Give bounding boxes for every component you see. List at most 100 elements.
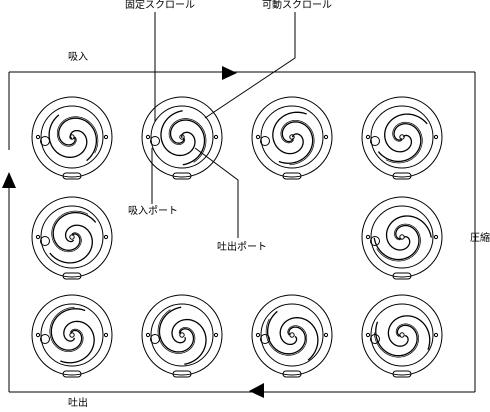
scroll-unit-10	[31, 196, 113, 280]
orbiting-scroll-label: 可動スクロール	[262, 0, 332, 11]
suction-port	[150, 136, 160, 146]
orbiting-scroll-leader	[204, 12, 296, 119]
fixed-scroll-wrap	[169, 119, 206, 166]
orbiting-scroll-wrap	[279, 317, 319, 361]
scroll-unit-4	[361, 96, 443, 180]
scroll-unit-7	[251, 294, 333, 378]
fixed-scroll-wrap-inner	[49, 306, 84, 352]
suction-port	[260, 136, 270, 146]
scroll-unit-5	[361, 196, 443, 280]
discharge-port-leader	[194, 147, 239, 238]
compression-label: 圧縮	[470, 233, 490, 244]
bolt-hole	[365, 332, 371, 338]
fixed-scroll-wrap	[158, 306, 195, 353]
mount-tab	[62, 370, 82, 378]
bolt-hole	[255, 134, 261, 140]
fixed-scroll-wrap	[50, 308, 86, 351]
housing-inner-ring	[370, 105, 434, 169]
scroll-unit-3	[251, 96, 333, 180]
fixed-scroll-wrap-inner	[157, 309, 196, 354]
bolt-hole	[433, 234, 439, 240]
flow-arrow-right	[222, 66, 237, 80]
suction-port	[370, 236, 380, 246]
fixed-scroll-wrap	[377, 123, 422, 163]
fixed-scroll-wrap	[58, 117, 98, 162]
suction-port	[370, 136, 380, 146]
bolt-hole	[255, 332, 261, 338]
discharge-label: 吐出	[68, 398, 88, 409]
fixed-scroll-wrap-inner	[373, 323, 419, 358]
housing-outer-ring	[31, 196, 113, 278]
housing-outer-ring	[251, 96, 333, 178]
suction-port	[40, 136, 50, 146]
orbiting-scroll-wrap	[384, 113, 428, 153]
suction-port	[40, 334, 50, 344]
orbiting-scroll-wrap	[387, 315, 431, 350]
mount-tab	[392, 172, 412, 180]
bolt-hole	[323, 332, 329, 338]
housing-inner-ring	[260, 105, 324, 169]
housing-outer-ring	[361, 196, 443, 278]
bolt-hole	[433, 134, 439, 140]
fixed-scroll-wrap	[266, 310, 306, 355]
scroll-unit-1	[31, 96, 113, 180]
bolt-hole	[213, 134, 219, 140]
fixed-scroll-wrap-inner	[265, 318, 308, 356]
mount-tab	[282, 172, 302, 180]
discharge-port-label: 吐出ポート	[217, 242, 267, 253]
fixed-scroll-wrap	[52, 211, 97, 251]
fixed-scroll-wrap	[278, 121, 314, 164]
fixed-scroll-wrap-inner	[280, 120, 315, 166]
mount-tab	[62, 172, 82, 180]
fixed-scroll-wrap-inner	[56, 116, 99, 154]
housing-inner-ring	[370, 303, 434, 367]
discharge-port	[399, 134, 405, 140]
bolt-hole	[213, 332, 219, 338]
orbiting-scroll-wrap	[272, 111, 307, 155]
fixed-scroll-wrap	[375, 321, 418, 357]
discharge-port	[69, 234, 75, 240]
scroll-unit-6	[361, 294, 443, 378]
housing-inner-ring	[150, 105, 214, 169]
flow-arrow-left	[249, 383, 264, 398]
scroll-unit-8	[141, 294, 223, 378]
housing-outer-ring	[141, 294, 223, 376]
mount-tab	[172, 370, 192, 378]
housing-outer-ring	[31, 96, 113, 178]
housing-inner-ring	[40, 303, 104, 367]
suction-port	[370, 334, 380, 344]
fixed-scroll-wrap-inner	[168, 118, 207, 163]
housing-outer-ring	[141, 96, 223, 178]
bolt-hole	[35, 332, 41, 338]
bolt-hole	[323, 134, 329, 140]
bolt-hole	[433, 332, 439, 338]
discharge-port	[289, 134, 295, 140]
mount-tab	[62, 272, 82, 280]
scroll-unit-9	[31, 294, 113, 378]
scroll-unit-2	[141, 96, 223, 180]
housing-outer-ring	[361, 96, 443, 178]
fixed-scroll-wrap-inner	[376, 223, 421, 262]
fixed-scroll-wrap	[373, 224, 420, 261]
discharge-port	[179, 332, 185, 338]
suction-label: 吸入	[68, 52, 88, 63]
housing-inner-ring	[150, 303, 214, 367]
discharge-port	[69, 332, 75, 338]
housing-inner-ring	[260, 303, 324, 367]
bolt-hole	[145, 332, 151, 338]
fixed-scroll-wrap-inner	[385, 121, 423, 164]
housing-inner-ring	[370, 205, 434, 269]
bolt-hole	[103, 134, 109, 140]
discharge-port	[289, 332, 295, 338]
bolt-hole	[365, 234, 371, 240]
discharge-port	[69, 134, 75, 140]
fixed-scroll-wrap-inner	[51, 210, 89, 253]
orbiting-scroll-wrap	[385, 215, 432, 251]
flow-arrow-up	[2, 172, 16, 188]
orbiting-scroll-wrap	[48, 114, 88, 158]
bolt-hole	[35, 234, 41, 240]
fixed-scroll-label: 固定スクロール	[125, 0, 195, 11]
bolt-hole	[145, 134, 151, 140]
discharge-port	[399, 332, 405, 338]
